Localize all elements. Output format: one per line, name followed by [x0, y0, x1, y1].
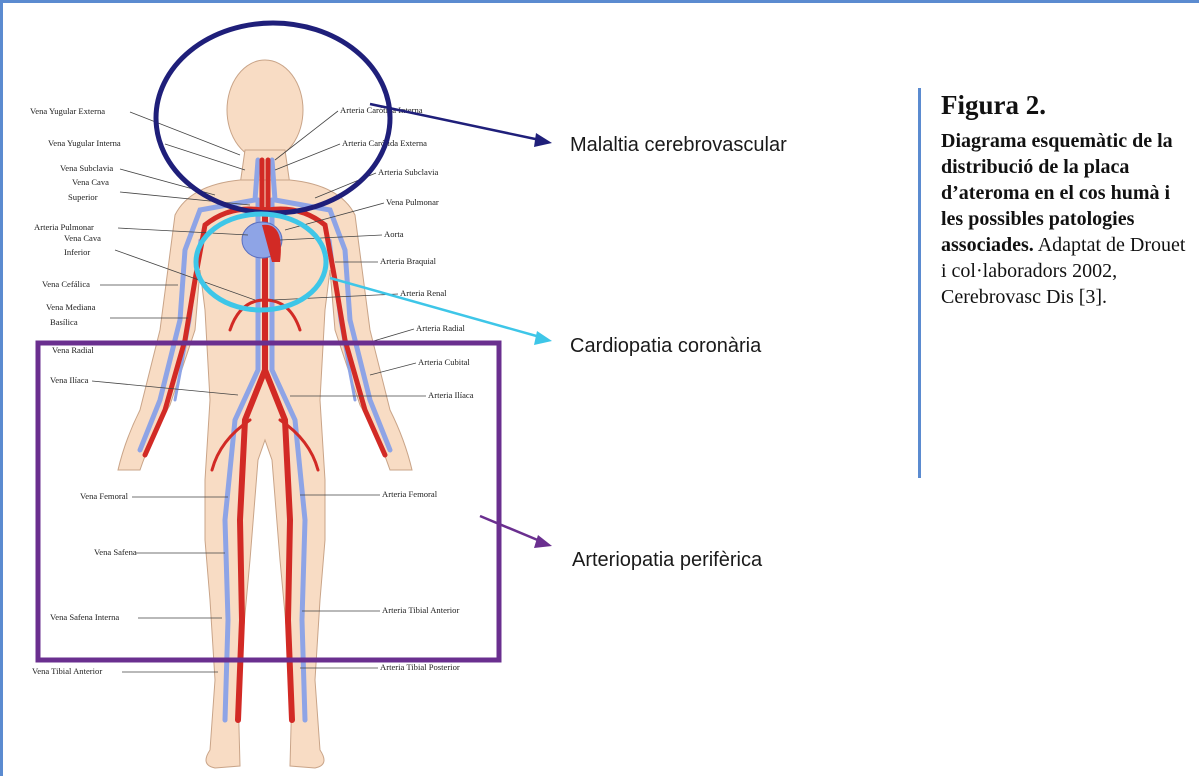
peripheral-arrow-line [480, 516, 540, 541]
label-arteria-braquial: Arteria Braquial [380, 256, 437, 266]
label-vena-safena-interna: Vena Safena Interna [50, 612, 119, 622]
label-aorta: Aorta [384, 229, 404, 239]
callout-peripheral: Arteriopatia perifèrica [572, 549, 763, 571]
label-vena-cava-superior-1: Vena Cava [72, 177, 109, 187]
label-arteria-tibial-posterior: Arteria Tibial Posterior [380, 662, 460, 672]
label-vena-pulmonar: Vena Pulmonar [386, 197, 439, 207]
head [227, 60, 303, 160]
label-vena-tibial-anterior: Vena Tibial Anterior [32, 666, 102, 676]
cerebro-arrow-head [534, 133, 552, 147]
label-vena-safena: Vena Safena [94, 547, 137, 557]
label-vena-subclavia: Vena Subclavia [60, 163, 113, 173]
label-arteria-renal: Arteria Renal [400, 288, 447, 298]
cerebro-arrow-line [370, 104, 540, 140]
label-arteria-tibial-anterior: Arteria Tibial Anterior [382, 605, 459, 615]
label-arteria-femoral: Arteria Femoral [382, 489, 438, 499]
label-arteria-subclavia: Arteria Subclavia [378, 167, 439, 177]
label-vena-cava-superior-2: Superior [68, 192, 98, 202]
label-arteria-radial: Arteria Radial [416, 323, 466, 333]
label-vena-mediana-1: Vena Mediana [46, 302, 96, 312]
label-arteria-iliaca: Arteria Ilíaca [428, 390, 474, 400]
coronary-arrow-head [534, 331, 552, 345]
label-arteria-cubital: Arteria Cubital [418, 357, 470, 367]
caption-title: Figura 2. [941, 88, 1188, 122]
label-vena-cava-inferior-1: Vena Cava [64, 233, 101, 243]
callout-coronary: Cardiopatia coronària [570, 335, 762, 357]
label-vena-cava-inferior-2: Inferior [64, 247, 90, 257]
label-vena-femoral: Vena Femoral [80, 491, 129, 501]
label-arteria-pulmonar: Arteria Pulmonar [34, 222, 94, 232]
figure-caption: Figura 2. Diagrama esquemàtic de la dist… [918, 88, 1188, 478]
label-vena-yugular-externa: Vena Yugular Externa [30, 106, 105, 116]
label-vena-radial: Vena Radial [52, 345, 94, 355]
label-vena-cefalica: Vena Cefálica [42, 279, 90, 289]
peripheral-arrow-head [534, 535, 552, 548]
label-vena-yugular-interna: Vena Yugular Interna [48, 138, 121, 148]
label-vena-iliaca: Vena Ilíaca [50, 375, 89, 385]
callout-cerebrovascular: Malaltia cerebrovascular [570, 134, 787, 156]
caption-body: Diagrama esquemàtic de la distribució de… [941, 128, 1188, 310]
label-vena-mediana-2: Basílica [50, 317, 78, 327]
